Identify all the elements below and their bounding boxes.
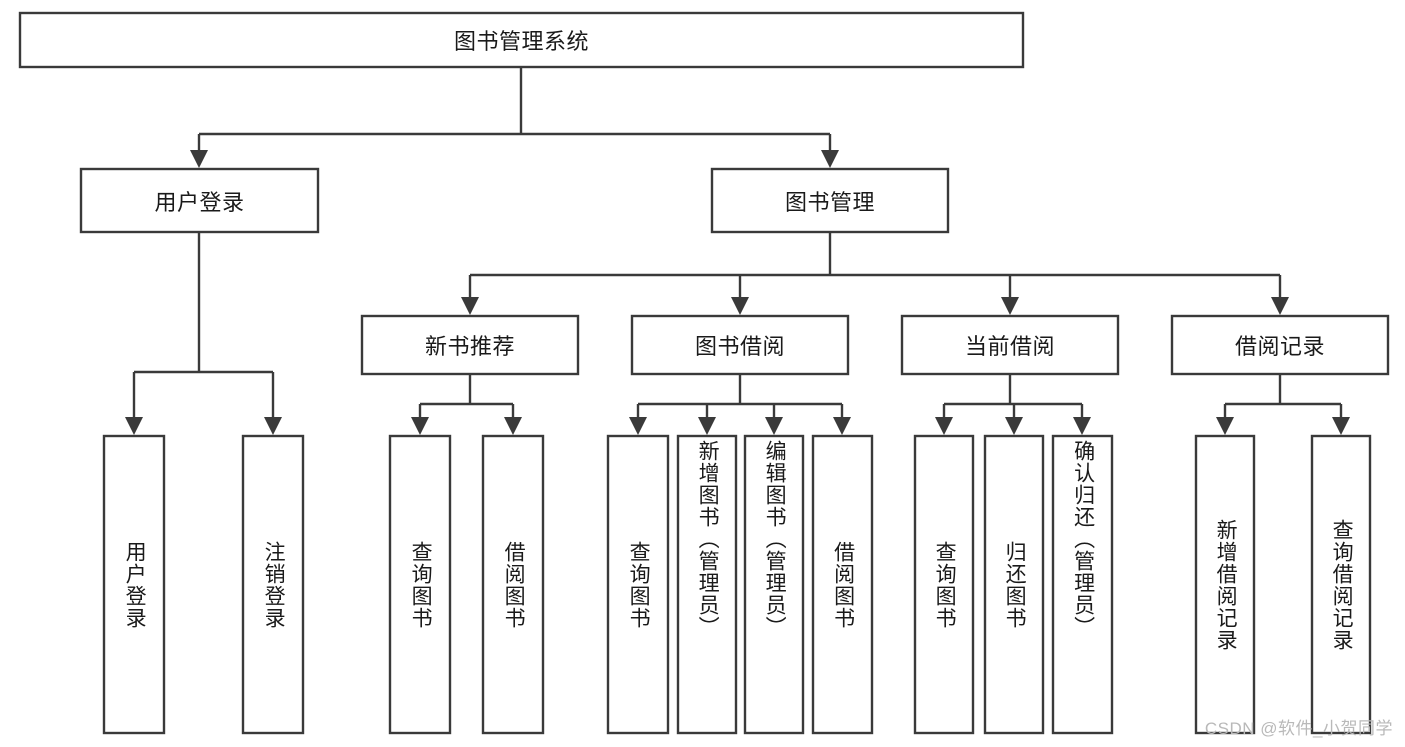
- arrowhead-leaf-query-book-borrow: [629, 417, 647, 435]
- arrowhead-leaf-borrow-book: [833, 417, 851, 435]
- node-box-leaf-query-book-current[interactable]: [913, 434, 975, 735]
- node-box-borrow-records[interactable]: [1170, 314, 1390, 376]
- connector-group-newbook: [411, 374, 522, 435]
- arrowhead-current-borrow: [1001, 297, 1019, 315]
- node-box-leaf-add-borrow-record[interactable]: [1194, 434, 1256, 735]
- node-box-leaf-add-book-admin[interactable]: [676, 434, 738, 735]
- arrowhead-leaf-return-book: [1005, 417, 1023, 435]
- connector-group-bookmgmt: [461, 232, 1289, 315]
- arrowhead-new-book-recommend: [461, 297, 479, 315]
- arrowhead-userlogin: [190, 150, 208, 168]
- node-box-leaf-edit-book-admin[interactable]: [743, 434, 805, 735]
- connector-group-bookborrow: [629, 374, 851, 435]
- connector-group-borrowrecords: [1216, 374, 1350, 435]
- connector-group-root: [190, 67, 839, 168]
- arrowhead-leaf-borrow-book-rec: [504, 417, 522, 435]
- node-box-user-login[interactable]: [79, 167, 320, 234]
- arrowhead-leaf-add-borrow-record: [1216, 417, 1234, 435]
- node-box-leaf-borrow-book[interactable]: [811, 434, 874, 735]
- arrowhead-leaf-confirm-return-admin: [1073, 417, 1091, 435]
- arrowhead-leaf-query-borrow-record: [1332, 417, 1350, 435]
- arrowhead-leaf-query-book-current: [935, 417, 953, 435]
- arrowhead-book-borrow: [731, 297, 749, 315]
- connector-group-userlogin: [125, 232, 282, 435]
- node-box-root[interactable]: [18, 11, 1025, 69]
- watermark-text: CSDN @软件_小贺同学: [1204, 719, 1393, 738]
- node-box-book-management[interactable]: [710, 167, 950, 234]
- node-box-leaf-query-book-rec[interactable]: [388, 434, 452, 735]
- node-box-leaf-borrow-book-rec[interactable]: [481, 434, 545, 735]
- arrowhead-leaf-query-book-rec: [411, 417, 429, 435]
- arrowhead-leaf-user-logout: [264, 417, 282, 435]
- arrowhead-borrow-records: [1271, 297, 1289, 315]
- arrowhead-leaf-add-book-admin: [698, 417, 716, 435]
- node-box-book-borrow[interactable]: [630, 314, 850, 376]
- node-box-leaf-confirm-return-admin[interactable]: [1051, 434, 1114, 735]
- arrowhead-leaf-edit-book-admin: [765, 417, 783, 435]
- arrowhead-bookmgmt: [821, 150, 839, 168]
- connector-group-currentborrow: [935, 374, 1091, 435]
- node-box-leaf-user-login[interactable]: [102, 434, 166, 735]
- arrowhead-leaf-user-login: [125, 417, 143, 435]
- node-box-leaf-user-logout[interactable]: [241, 434, 305, 735]
- node-box-leaf-query-book-borrow[interactable]: [606, 434, 670, 735]
- node-box-leaf-return-book[interactable]: [983, 434, 1045, 735]
- node-box-leaf-query-borrow-record[interactable]: [1310, 434, 1372, 735]
- node-box-new-book-recommend[interactable]: [360, 314, 580, 376]
- node-box-current-borrow[interactable]: [900, 314, 1120, 376]
